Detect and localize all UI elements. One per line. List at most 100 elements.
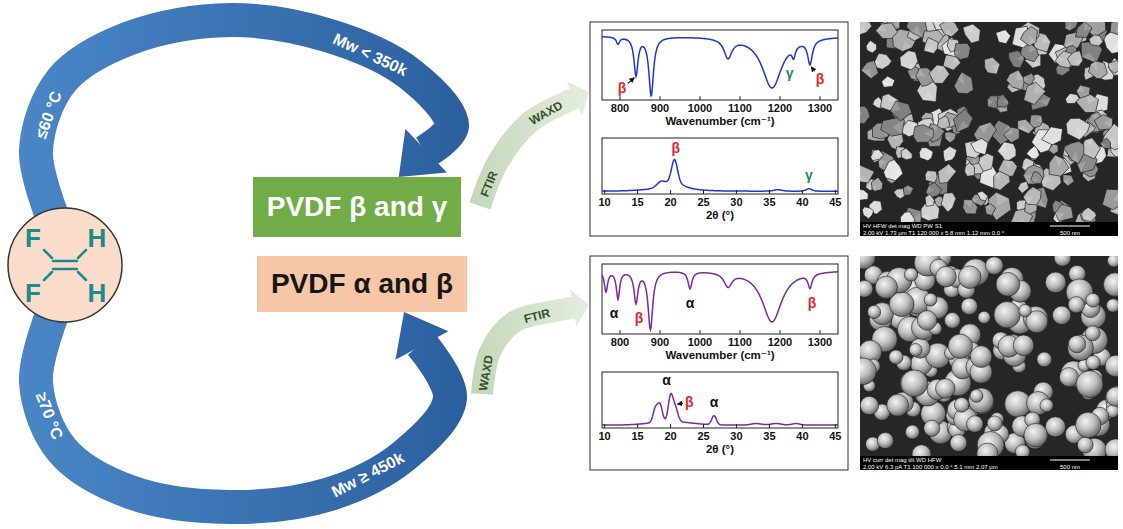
grain-facet <box>1072 150 1079 163</box>
grain <box>860 189 868 200</box>
grain <box>890 101 911 121</box>
grain-facet <box>867 212 872 219</box>
tick-label: 1100 <box>728 103 752 114</box>
tick-label: 15 <box>631 197 643 208</box>
grain-facet <box>882 81 889 87</box>
sphere <box>1105 355 1118 377</box>
sphere <box>1086 293 1100 307</box>
grain <box>1108 58 1118 75</box>
grain-facet <box>948 201 953 212</box>
grain-facet <box>872 185 877 191</box>
grain-facet <box>1065 23 1072 31</box>
sphere <box>936 266 957 287</box>
tick-mark <box>620 96 621 100</box>
sem-info: 2.00 kV 1.73 μm T1 120 000 x 5.8 mm 1.12… <box>863 230 1004 236</box>
tick-label: 45 <box>829 197 841 208</box>
sphere <box>1104 273 1118 297</box>
sphere <box>868 305 881 318</box>
sphere <box>935 379 955 399</box>
grain <box>938 164 956 184</box>
grain-facet <box>906 155 912 160</box>
grain <box>860 22 872 36</box>
grain <box>945 132 957 143</box>
sphere <box>985 257 1003 275</box>
sphere <box>901 370 928 397</box>
grain-facet <box>1020 181 1026 186</box>
grain <box>900 51 918 70</box>
grain <box>1065 22 1079 31</box>
grain <box>1108 61 1118 74</box>
tick-label: 900 <box>651 103 669 114</box>
peak-label: γ <box>786 66 794 80</box>
grain-facet <box>1004 127 1013 135</box>
grain <box>871 150 884 163</box>
grain <box>965 163 975 177</box>
tick-label: 20 <box>664 431 676 442</box>
grain-facet <box>1002 100 1008 104</box>
sphere <box>889 350 903 364</box>
plot-frame <box>602 264 838 334</box>
grain-facet <box>972 199 979 203</box>
sphere <box>967 416 984 433</box>
sem-micrograph <box>851 9 1123 236</box>
arrow-head <box>399 129 447 177</box>
grain <box>1094 114 1112 129</box>
grain-facet <box>972 158 978 165</box>
sphere <box>905 425 919 439</box>
grain-facet <box>945 154 953 162</box>
plot-frame <box>602 30 838 100</box>
sem-info: HV HFW det mag WD PW S1 <box>863 223 942 229</box>
sphere <box>1076 371 1103 398</box>
grain <box>963 24 981 43</box>
tick-label: 1300 <box>808 337 832 348</box>
grain-facet <box>1055 155 1063 167</box>
grain <box>940 22 959 37</box>
grain-facet <box>1085 138 1093 147</box>
sphere <box>875 276 897 298</box>
axis-title: 2θ (°) <box>706 444 734 456</box>
grain <box>994 171 1010 190</box>
grain-facet <box>1023 77 1028 82</box>
tick-label: 35 <box>763 197 775 208</box>
grain <box>1102 189 1118 210</box>
atom-label: F <box>25 225 41 251</box>
process-arrow <box>36 310 450 507</box>
sem-info-bar <box>860 456 1118 470</box>
sphere <box>1019 304 1032 317</box>
sphere <box>1106 299 1118 312</box>
grain-facet <box>868 41 870 48</box>
grain-facet <box>860 107 862 114</box>
grain <box>871 150 884 161</box>
grain-facet <box>945 164 956 175</box>
tick-label: 1000 <box>688 103 712 114</box>
grain-facet <box>1063 179 1068 186</box>
sem-info: 2.00 kV 6.3 pA T1 100 000 x 0.0 ° 5.1 mm… <box>863 464 998 470</box>
scale-label: 500 nm <box>1060 230 1080 236</box>
grain-facet <box>890 101 900 111</box>
sphere <box>860 280 873 297</box>
grain-facet <box>1053 144 1058 149</box>
grain-facet <box>923 91 936 102</box>
tick-mark <box>670 424 671 428</box>
grain-facet <box>1076 128 1087 141</box>
sphere <box>912 445 931 456</box>
grain-facet <box>958 72 965 85</box>
grain <box>862 207 873 219</box>
grain <box>1055 204 1073 221</box>
grain <box>997 94 1009 107</box>
sphere <box>1075 412 1101 438</box>
grain <box>984 57 1000 74</box>
tick-label: 25 <box>697 197 709 208</box>
grain-facet <box>926 186 934 193</box>
grain-facet <box>900 212 906 219</box>
grain <box>1081 207 1096 221</box>
grain-facet <box>945 136 950 142</box>
grain-facet <box>944 116 948 123</box>
peak-label: β <box>685 395 694 409</box>
tick-label: 1100 <box>728 337 752 348</box>
grain-facet <box>1019 218 1028 222</box>
waxd-pattern <box>602 394 838 426</box>
tick-mark <box>660 96 661 100</box>
